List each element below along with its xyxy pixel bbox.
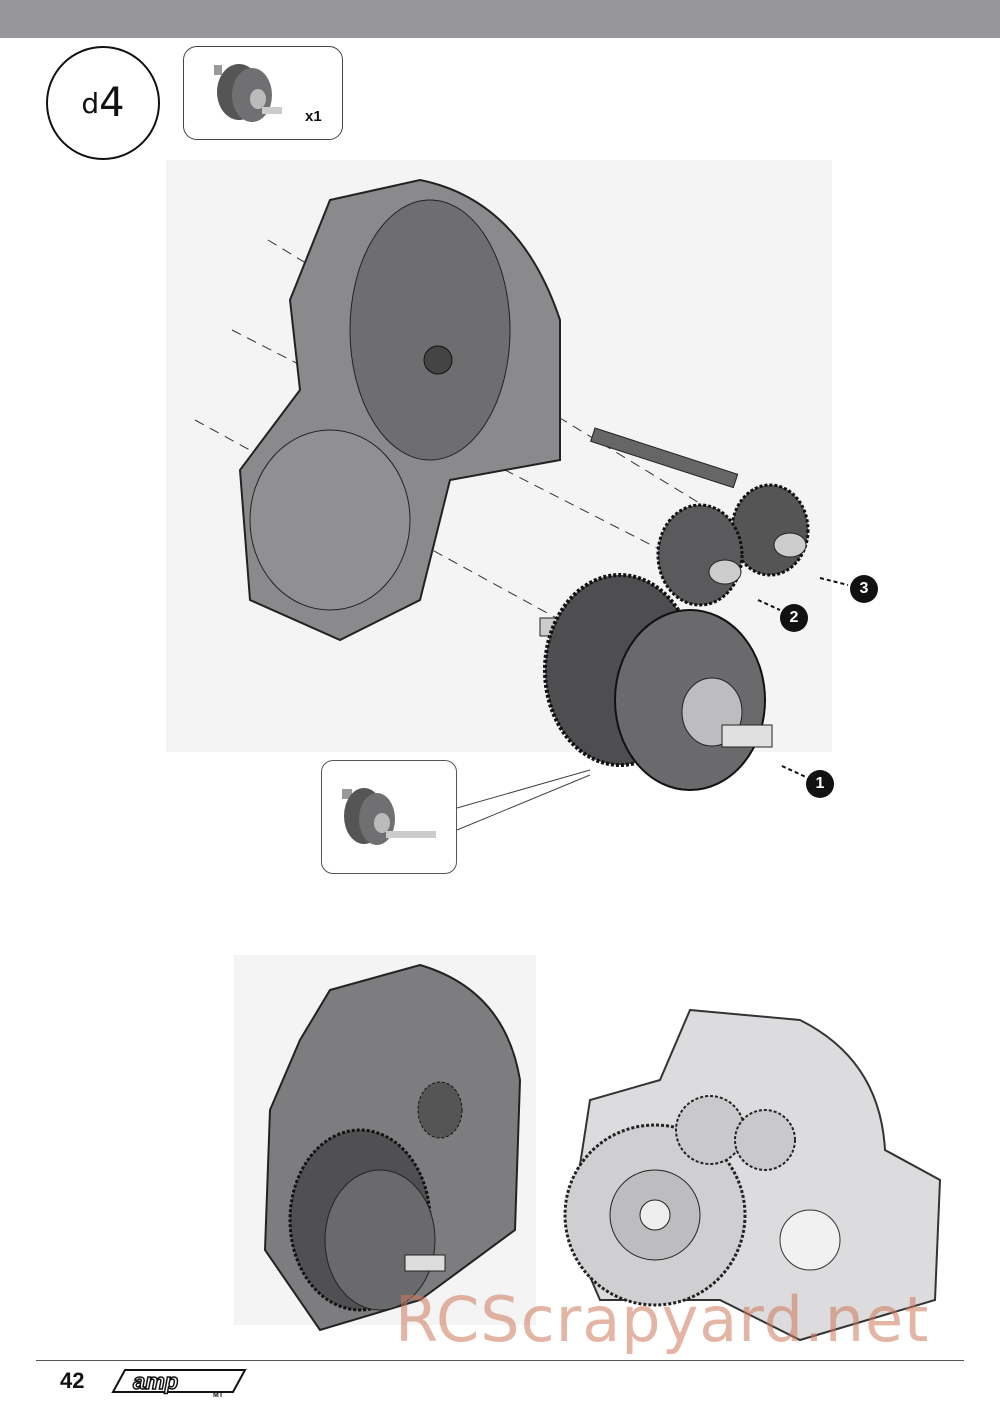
header-bar	[0, 0, 1000, 38]
differential-gear-icon	[539, 573, 773, 791]
callout-2: 2	[780, 604, 808, 632]
differential-gear-icon	[342, 788, 436, 845]
callout-3: 3	[850, 575, 878, 603]
output-shaft-icon	[590, 427, 739, 489]
logo-mark: amp MT	[111, 1368, 247, 1399]
assembled-gearbox-rear-icon	[563, 1008, 942, 1342]
quantity-label: x1	[305, 108, 322, 125]
idler-gear-icon	[730, 483, 810, 577]
detail-inset	[321, 760, 457, 874]
page-number: 42	[60, 1368, 85, 1393]
insertion-arrows	[757, 577, 849, 778]
step-prefix: d	[81, 86, 100, 120]
callout-1: 1	[806, 770, 834, 798]
middle-gear-icon	[656, 503, 744, 607]
assembled-gearbox-icon	[263, 963, 522, 1332]
footer-divider	[36, 1360, 964, 1361]
step-digit: 4	[99, 80, 125, 126]
watermark: RCScrapyard.net	[395, 1283, 930, 1356]
svg-text:amp: amp	[133, 1369, 178, 1394]
svg-text:MT: MT	[213, 1392, 224, 1398]
parts-required-box	[183, 46, 343, 140]
differential-gear-icon	[214, 64, 282, 122]
amp-mt-logo: amp MT	[105, 1366, 255, 1403]
gearbox-case-icon	[238, 178, 561, 642]
